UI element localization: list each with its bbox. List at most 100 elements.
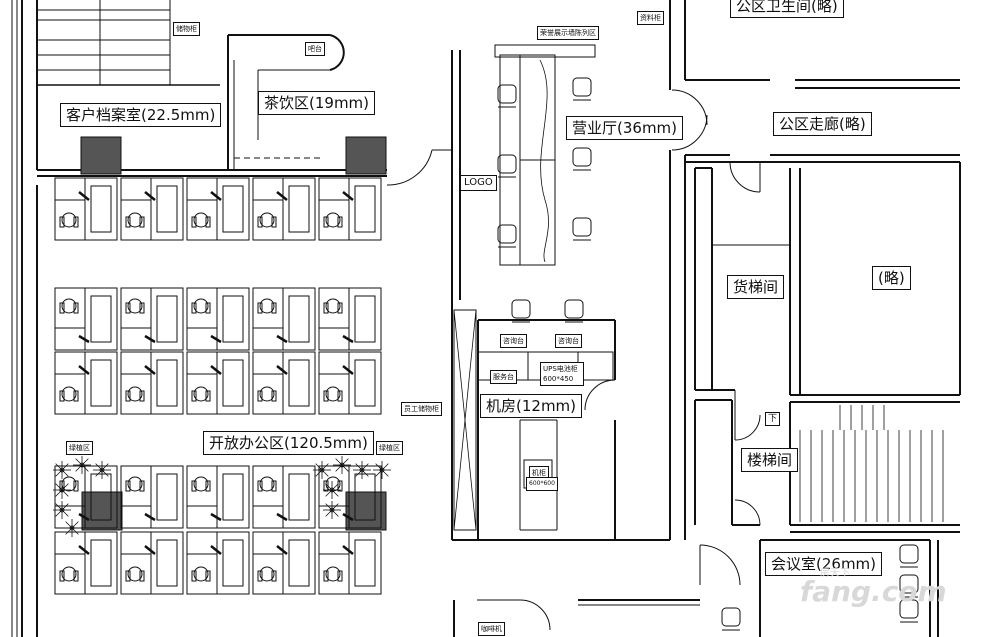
workstation: [318, 351, 382, 415]
workstation: [252, 465, 316, 529]
visitor-chair: [572, 77, 592, 101]
staff-chair: [497, 154, 517, 178]
staff-chair: [497, 84, 517, 108]
room-label-machine-room: 机房(12mm): [480, 394, 583, 418]
logo-sign: LOGO: [460, 175, 497, 191]
tag-greenery-right: 绿植区: [376, 441, 403, 455]
workstation: [318, 531, 382, 595]
visitor-chair: [572, 147, 592, 171]
plant: [323, 501, 341, 519]
visitor-chair: [572, 217, 592, 241]
watermark-brand: fang.com: [800, 575, 947, 608]
office-chair: [323, 386, 343, 402]
office-chair: [257, 212, 277, 228]
office-chair: [59, 298, 79, 314]
workstation: [186, 177, 250, 241]
watermark-sub: 房天下: [820, 568, 850, 579]
tag-rack-size: 600*600: [526, 477, 558, 491]
office-chair: [125, 476, 145, 492]
workstation: [120, 287, 184, 351]
office-chair: [257, 386, 277, 402]
workstation: [186, 287, 250, 351]
room-label-meeting-room: 会议室(26mm): [765, 552, 883, 576]
office-chair: [191, 212, 211, 228]
room-label-omitted: (略): [872, 266, 911, 290]
room-label-public-corridor: 公区走廊(略): [773, 112, 872, 136]
office-chair: [323, 566, 343, 582]
office-chair: [191, 476, 211, 492]
plant-group: [53, 456, 391, 537]
meeting-chair: [721, 607, 741, 631]
walls: [11, 0, 961, 637]
room-label-open-office: 开放办公区(120.5mm): [203, 431, 374, 455]
workstation: [318, 287, 382, 351]
workstation: [318, 177, 382, 241]
tag-consult-desk-2: 咨询台: [555, 334, 582, 348]
workstation: [54, 465, 118, 529]
workstation: [318, 465, 382, 529]
workstation: [252, 531, 316, 595]
tag-ups-cabinet: UPS电池柜 600*450: [540, 362, 584, 386]
tag-coffee-bar: 咖啡机: [478, 622, 505, 636]
room-label-freight-elevator: 货梯间: [727, 275, 785, 299]
room-label-client-archive: 客户档案室(22.5mm): [60, 103, 222, 127]
workstation: [54, 351, 118, 415]
reception-counter: [494, 44, 596, 266]
tag-rack: 机柜: [529, 466, 549, 480]
office-chair: [257, 476, 277, 492]
tag-data-cabinet: 资料柜: [637, 11, 664, 25]
chair-group: [59, 77, 919, 631]
meeting-chair: [899, 599, 919, 623]
office-chair: [323, 212, 343, 228]
tag-storage-cabinet: 储物柜: [173, 22, 200, 36]
columns: [80, 136, 387, 531]
consult-chair: [564, 299, 584, 323]
workstation: [186, 465, 250, 529]
plant: [53, 481, 71, 499]
tag-service-desk: 服务台: [490, 370, 517, 384]
room-label-public-toilet: 公区卫生间(略): [730, 0, 844, 18]
stair-treads: [799, 405, 944, 522]
workstation: [120, 531, 184, 595]
workstation: [252, 351, 316, 415]
plant: [73, 456, 91, 474]
office-chair: [125, 566, 145, 582]
plant: [63, 519, 81, 537]
room-label-business-hall: 营业厅(36mm): [566, 116, 684, 140]
office-chair: [125, 212, 145, 228]
workstation: [186, 531, 250, 595]
workstation: [120, 177, 184, 241]
plant: [53, 461, 71, 479]
workstation: [252, 177, 316, 241]
office-chair: [59, 212, 79, 228]
office-chair: [323, 298, 343, 314]
tag-counter: 吧台: [305, 42, 325, 56]
office-chair: [191, 386, 211, 402]
office-chair: [257, 566, 277, 582]
consult-chair: [511, 299, 531, 323]
plant: [373, 461, 391, 479]
tag-staff-locker: 员工储物柜: [401, 402, 442, 416]
room-label-stairwell: 楼梯间: [741, 448, 799, 472]
workstation: [54, 287, 118, 351]
meeting-chair: [899, 574, 919, 598]
office-chair: [125, 386, 145, 402]
tag-greenery-left: 绿植区: [66, 441, 93, 455]
office-chair: [191, 566, 211, 582]
plant: [53, 501, 71, 519]
plant: [93, 461, 111, 479]
workstation: [120, 351, 184, 415]
office-chair: [125, 298, 145, 314]
plant: [313, 461, 331, 479]
workstation: [186, 351, 250, 415]
staff-chair: [497, 224, 517, 248]
tag-display-wall: 荣誉展示墙陈列区: [537, 26, 599, 40]
workstation: [54, 531, 118, 595]
workstation: [120, 465, 184, 529]
room-label-tea-area: 茶饮区(19mm): [258, 91, 376, 115]
tag-consult-desk-1: 咨询台: [500, 334, 527, 348]
workstation: [252, 287, 316, 351]
office-chair: [257, 298, 277, 314]
plant: [333, 456, 351, 474]
